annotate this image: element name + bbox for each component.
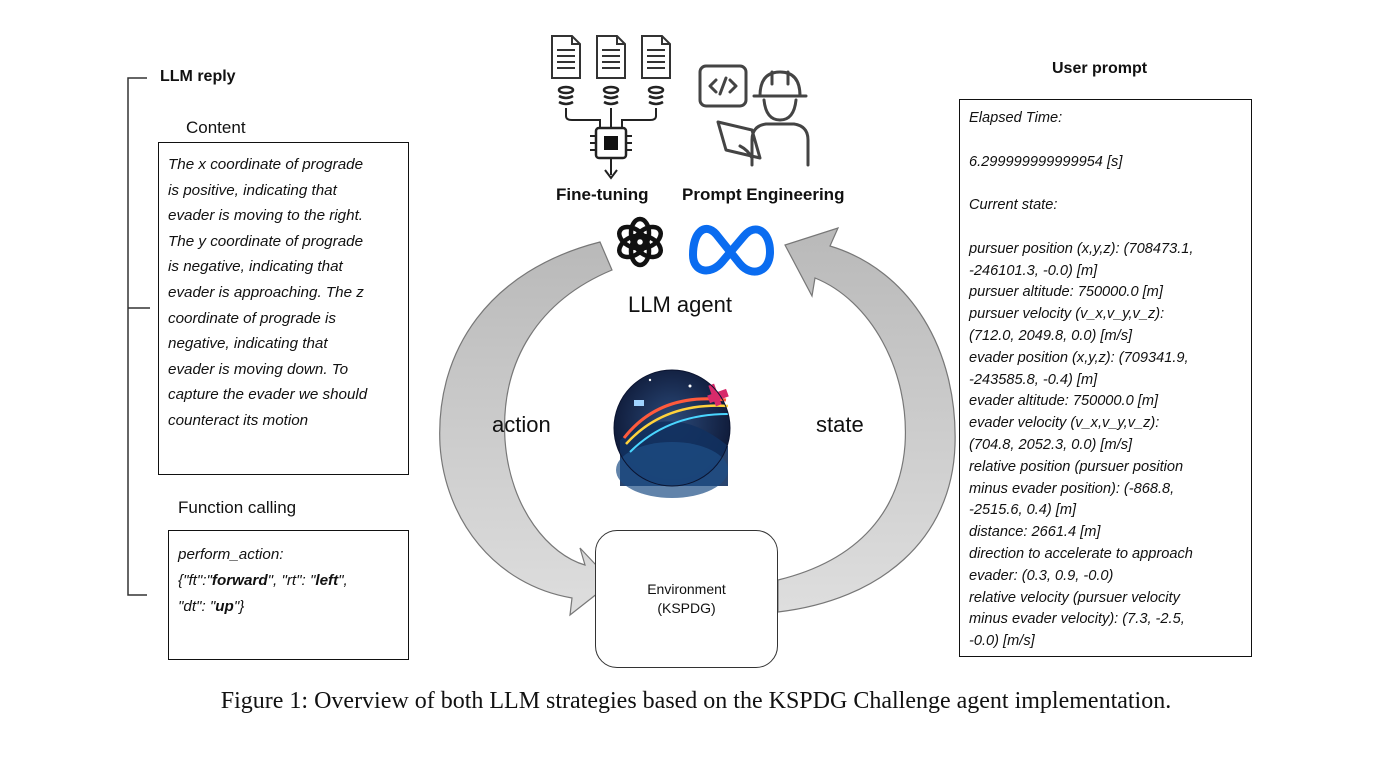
prompt-line: evader: (0.3, 0.9, -0.0) <box>969 567 1114 584</box>
content-line: evader is moving to the right. <box>168 207 364 225</box>
prompt-line: (712.0, 2049.8, 0.0) [m/s] <box>969 327 1133 344</box>
content-text: The x coordinate of prograde is positive,… <box>168 152 367 434</box>
prompt-line: pursuer velocity (v_x,v_y,v_z): <box>969 306 1165 323</box>
prompt-line: pursuer position (x,y,z): (708473.1, <box>969 240 1194 257</box>
fc-open: {"ft":" <box>178 572 212 589</box>
prompt-line: -0.0) [m/s] <box>969 633 1035 650</box>
fc-left: left <box>315 572 339 589</box>
content-line: evader is moving down. To <box>168 360 349 378</box>
state-arrow <box>777 227 956 613</box>
content-line: evader is approaching. The z <box>168 283 364 301</box>
space-globe-image <box>613 369 731 498</box>
content-line: is negative, indicating that <box>168 258 343 276</box>
prompt-line: Current state: <box>969 197 1058 214</box>
engineer-icon <box>698 64 810 167</box>
prompt-line: (704.8, 2052.3, 0.0) [m/s] <box>969 436 1133 453</box>
figure-caption: Figure 1: Overview of both LLM strategie… <box>220 688 1172 714</box>
database-icon <box>557 85 665 106</box>
content-label: Content <box>186 118 246 137</box>
prompt-line: relative position (pursuer position <box>969 458 1184 475</box>
prompt-line: minus evader position): (-868.8, <box>969 480 1175 497</box>
prompt-line: evader altitude: 750000.0 [m] <box>969 393 1159 410</box>
user-prompt-box: Elapsed Time: 6.299999999999954 [s] Curren… <box>959 99 1252 657</box>
meta-logo-icon <box>689 224 774 276</box>
prompt-line: Elapsed Time: <box>969 110 1063 126</box>
environment-title: Environment <box>647 581 726 597</box>
state-label: state <box>816 412 864 437</box>
content-line: counteract its motion <box>168 411 309 429</box>
connector-lines <box>565 108 657 128</box>
prompt-line: direction to accelerate to approach <box>969 545 1193 562</box>
prompt-line: evader position (x,y,z): (709341.9, <box>969 349 1189 366</box>
fc-mid2: ", <box>338 572 348 589</box>
fine-tuning-label: Fine-tuning <box>556 185 649 204</box>
content-line: negative, indicating that <box>168 335 328 353</box>
function-calling-label: Function calling <box>178 498 297 517</box>
user-prompt-text: Elapsed Time: 6.299999999999954 [s] Curren… <box>969 108 1193 653</box>
prompt-line: minus evader velocity): (7.3, -2.5, <box>969 611 1185 628</box>
prompt-line <box>969 130 1193 152</box>
prompt-line: evader velocity (v_x,v_y,v_z): <box>969 415 1160 432</box>
fc-close: "} <box>233 598 245 615</box>
action-label: action <box>492 412 551 437</box>
fc-forward: forward <box>211 572 268 589</box>
user-prompt-label: User prompt <box>1052 60 1148 77</box>
function-call-box: perform_action: {"ft":"forward", "rt": "… <box>168 530 409 660</box>
prompt-line: -2515.6, 0.4) [m] <box>969 502 1077 519</box>
action-arrow <box>439 241 613 617</box>
prompt-line <box>969 173 1193 195</box>
function-name: perform_action: <box>178 546 284 563</box>
chip-icon <box>590 126 632 180</box>
prompt-line: distance: 2661.4 [m] <box>969 524 1101 541</box>
prompt-line: -246101.3, -0.0) [m] <box>969 262 1098 279</box>
environment-box: Environment (KSPDG) <box>595 530 778 668</box>
function-call-text: perform_action: {"ft":"forward", "rt": "… <box>178 542 348 620</box>
prompt-line: pursuer altitude: 750000.0 [m] <box>969 284 1163 301</box>
documents-icon <box>551 35 671 79</box>
content-line: capture the evader we should <box>168 386 368 404</box>
fc-up: up <box>215 598 234 615</box>
content-line: is positive, indicating that <box>168 181 337 199</box>
prompt-line <box>969 217 1193 239</box>
environment-subtitle: (KSPDG) <box>657 600 716 616</box>
fc-dt: "dt": " <box>178 598 216 615</box>
prompt-engineering-label: Prompt Engineering <box>682 185 845 204</box>
prompt-line: 6.299999999999954 [s] <box>969 153 1123 170</box>
llm-agent-label: LLM agent <box>628 292 732 317</box>
function-args-line1: {"ft":"forward", "rt": "left", <box>178 568 348 594</box>
openai-logo-icon <box>617 216 663 268</box>
reply-bracket <box>127 77 150 596</box>
fc-mid1: ", "rt": " <box>267 572 316 589</box>
function-args-line2: "dt": "up"} <box>178 594 348 620</box>
prompt-line: relative velocity (pursuer velocity <box>969 589 1180 606</box>
content-box: The x coordinate of prograde is positive,… <box>158 142 409 475</box>
content-line: The y coordinate of prograde <box>168 232 364 250</box>
prompt-line: -243585.8, -0.4) [m] <box>969 371 1098 388</box>
content-line: coordinate of prograde is <box>168 309 337 327</box>
llm-reply-label: LLM reply <box>160 68 236 85</box>
content-line: The x coordinate of prograde <box>168 156 364 173</box>
